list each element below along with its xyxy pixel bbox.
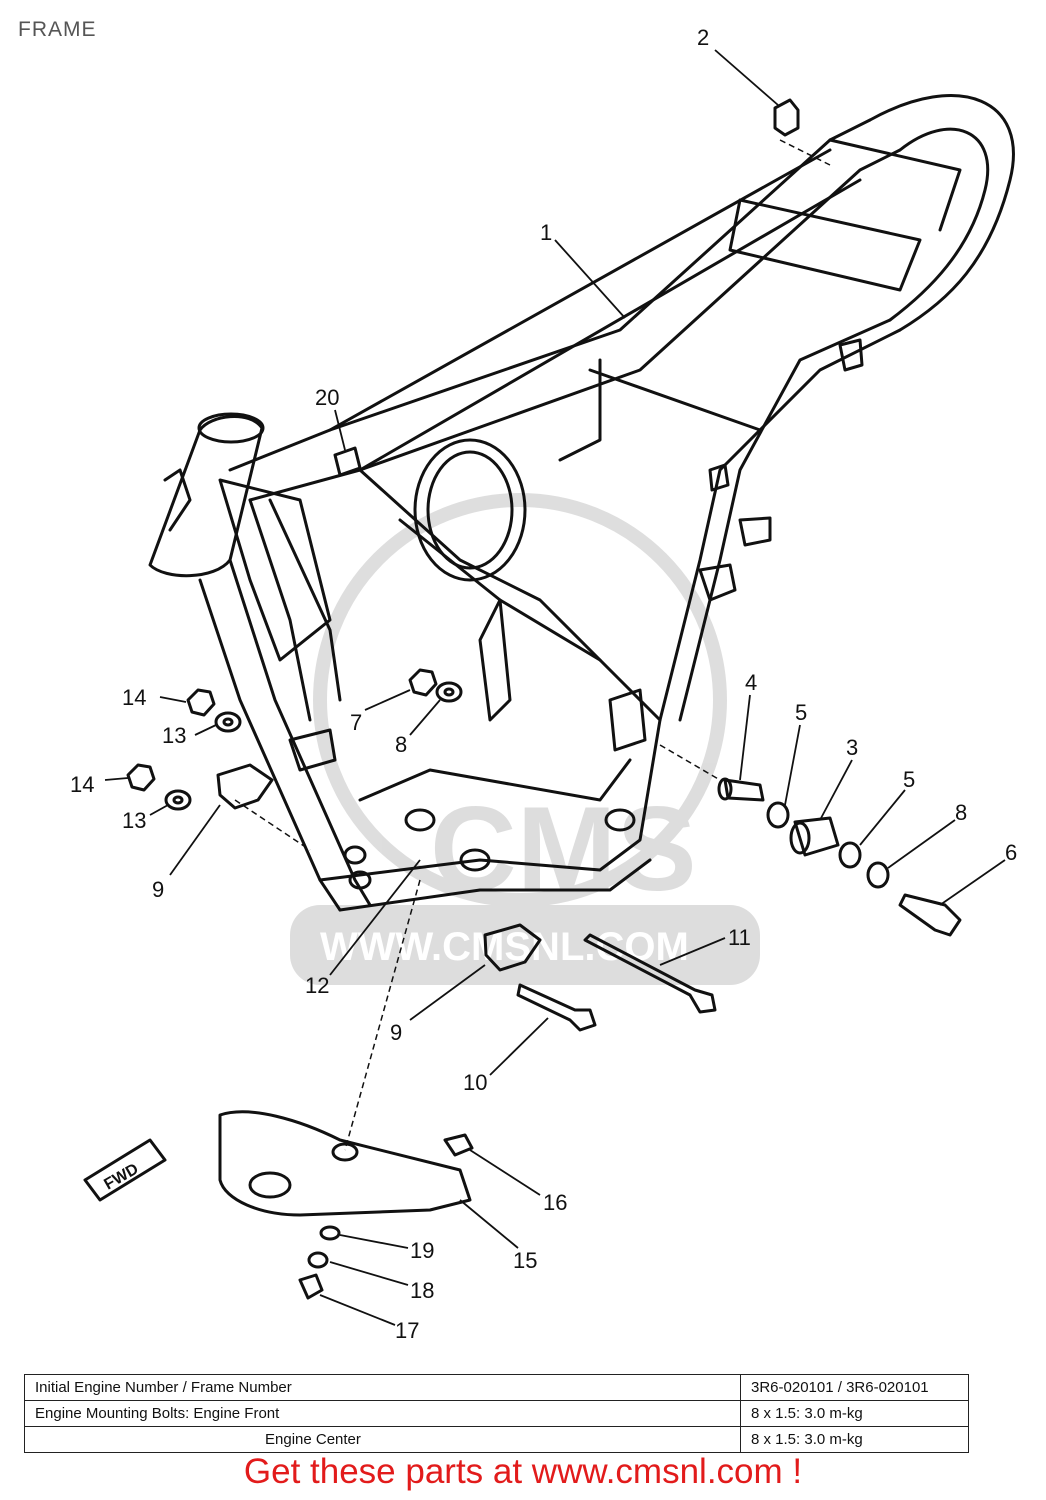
callout-7: 7 <box>350 710 362 735</box>
table-row: Engine Mounting Bolts: Engine Front 8 x … <box>24 1400 969 1427</box>
spec-table: Initial Engine Number / Frame Number 3R6… <box>24 1374 969 1453</box>
callout-2: 2 <box>697 25 709 50</box>
callout-9b: 9 <box>390 1020 402 1045</box>
page-title: FRAME <box>18 18 97 41</box>
spec-value: 8 x 1.5: 3.0 m-kg <box>740 1426 969 1453</box>
spec-value: 3R6-020101 / 3R6-020101 <box>740 1374 969 1401</box>
callout-10: 10 <box>463 1070 487 1095</box>
callout-20: 20 <box>315 385 339 410</box>
table-row: Initial Engine Number / Frame Number 3R6… <box>24 1374 969 1401</box>
callout-14: 14 <box>122 685 146 710</box>
bracket-lower <box>483 923 542 972</box>
right-mount-hardware <box>717 777 962 937</box>
washer-19 <box>319 1225 341 1241</box>
callout-4: 4 <box>745 670 757 695</box>
callout-labels: 2 1 20 4 5 3 5 8 6 14 13 7 8 14 13 9 12 … <box>70 25 1017 1343</box>
callout-5: 5 <box>795 700 807 725</box>
watermark-brand: CMS <box>430 782 697 916</box>
watermark: CMS WWW.CMSNL.COM <box>290 493 760 985</box>
promo-link[interactable]: Get these parts at www.cmsnl.com ! <box>243 1452 803 1491</box>
spec-label: Engine Center <box>24 1426 741 1453</box>
callout-14b: 14 <box>70 772 94 797</box>
callout-5b: 5 <box>903 767 915 792</box>
spec-label: Engine Mounting Bolts: Engine Front <box>24 1400 741 1427</box>
callout-9: 9 <box>152 877 164 902</box>
part-16 <box>443 1133 474 1157</box>
collar-part <box>773 98 800 137</box>
bolt-17 <box>298 1273 324 1300</box>
callout-16: 16 <box>543 1190 567 1215</box>
callout-1: 1 <box>540 220 552 245</box>
washer-18 <box>307 1251 329 1269</box>
long-bolt <box>583 933 717 1014</box>
bracket-left <box>216 763 274 810</box>
spec-label: Initial Engine Number / Frame Number <box>24 1374 741 1401</box>
frame-main <box>148 94 1015 912</box>
fwd-arrow <box>83 1138 167 1202</box>
callout-6: 6 <box>1005 840 1017 865</box>
callout-12: 12 <box>305 973 329 998</box>
watermark-url: WWW.CMSNL.COM <box>320 925 689 969</box>
callout-18: 18 <box>410 1278 434 1303</box>
callout-11: 11 <box>728 925 751 950</box>
callout-15: 15 <box>513 1248 537 1273</box>
table-row: Engine Center 8 x 1.5: 3.0 m-kg <box>24 1426 969 1453</box>
callout-3: 3 <box>846 735 858 760</box>
callout-19: 19 <box>410 1238 434 1263</box>
bolt-short <box>516 983 597 1032</box>
label-part <box>333 446 362 477</box>
callout-13: 13 <box>162 723 186 748</box>
callout-13b: 13 <box>122 808 146 833</box>
engine-guard <box>218 1110 472 1217</box>
center-mount-hardware <box>408 668 463 703</box>
callout-8: 8 <box>955 800 967 825</box>
callout-8b: 8 <box>395 732 407 757</box>
spec-value: 8 x 1.5: 3.0 m-kg <box>740 1400 969 1427</box>
callout-17: 17 <box>395 1318 419 1343</box>
leader-lines <box>104 49 1006 1326</box>
left-mount-hardware <box>126 688 242 811</box>
